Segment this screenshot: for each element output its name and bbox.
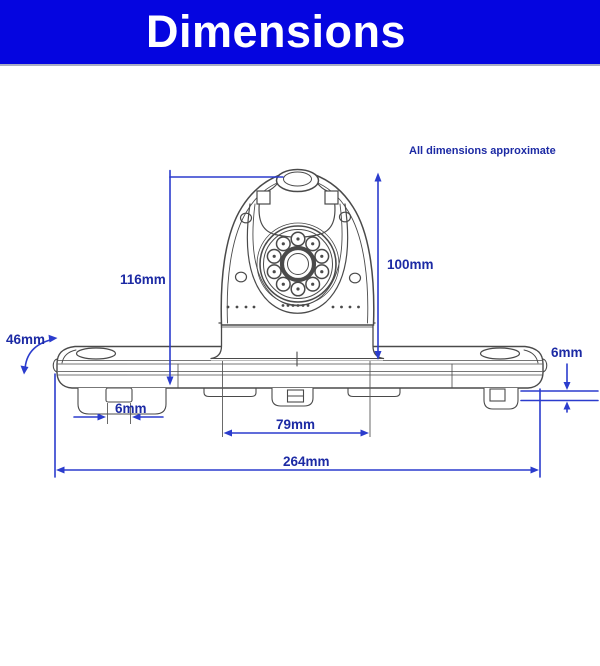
bracket-notch-right — [324, 190, 339, 205]
dim-line-overall-width — [54, 373, 541, 478]
bottom-step-left — [203, 387, 257, 398]
extension-lines — [107, 361, 371, 437]
top-knob-outer — [275, 168, 320, 193]
dimension-labels: 116mm 100mm 46mm 6mm 6mm 79mm 264mm — [6, 257, 583, 469]
top-knob-inner — [283, 171, 312, 187]
base-face-lines — [57, 360, 543, 389]
dim-label-overall-height: 116mm — [120, 272, 166, 287]
ir-led-dots — [272, 237, 324, 291]
right-oval-recess — [479, 347, 521, 360]
base-left-clip — [52, 358, 58, 373]
bracket-notch-left — [256, 190, 271, 205]
lens-assembly — [256, 222, 340, 306]
right-tab — [483, 387, 519, 410]
camera-lens-ring — [279, 245, 317, 283]
dim-label-overall-width: 264mm — [283, 454, 330, 469]
camera-housing — [220, 168, 375, 326]
approximate-note: All dimensions approximate — [409, 145, 556, 157]
camera-drawing — [52, 168, 548, 415]
dim-line-overall-height — [169, 169, 284, 381]
base-right-clip — [542, 358, 548, 373]
pedestal-fill — [211, 323, 383, 361]
vent-dots — [226, 304, 360, 309]
dimension-lines — [24, 169, 599, 478]
bracket-u-outer — [246, 203, 349, 314]
dim-label-clip-height: 6mm — [551, 345, 583, 360]
bottom-step-right — [347, 387, 401, 398]
dimension-arrowheads — [20, 172, 571, 474]
dome-inner-left — [226, 180, 283, 324]
left-tab — [77, 387, 167, 415]
dim-label-depth: 46mm — [6, 332, 45, 347]
right-tab-slot — [489, 388, 506, 402]
dim-label-pedestal-width: 79mm — [276, 417, 315, 432]
dim-line-clip-height — [520, 363, 599, 413]
left-tab-slot — [105, 387, 133, 403]
pedestal — [210, 322, 385, 367]
page-title: Dimensions — [145, 6, 407, 57]
base-right-cap-line — [523, 349, 539, 364]
dim-label-camera-height: 100mm — [387, 257, 434, 272]
base-plate — [52, 345, 548, 415]
header-banner: Dimensions — [0, 0, 600, 66]
dim-arc-depth — [24, 338, 53, 371]
camera-lens — [287, 253, 309, 275]
screw-holes — [234, 211, 362, 284]
middle-tab — [271, 387, 314, 407]
base-left-cap-line — [61, 349, 77, 364]
base-outline — [56, 345, 544, 389]
left-oval-recess — [75, 347, 117, 360]
dim-label-slot-width: 6mm — [115, 401, 147, 416]
